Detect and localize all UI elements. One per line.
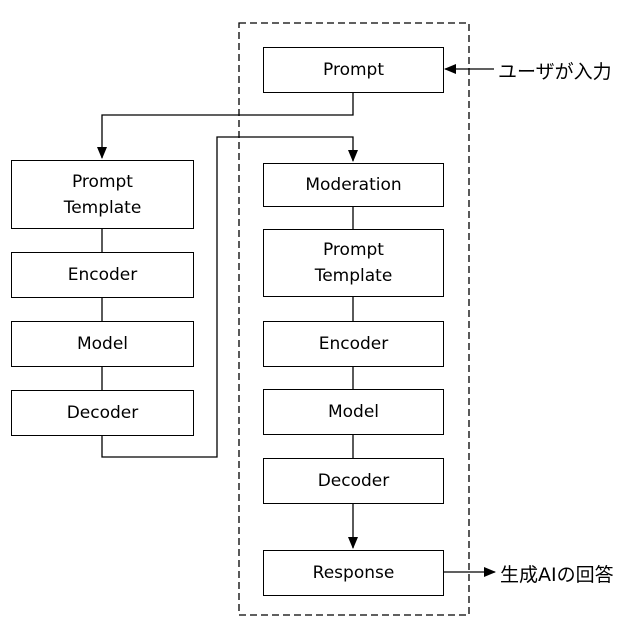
response-box: Response [263, 550, 444, 596]
left-model-box: Model [11, 321, 194, 367]
right-model-box: Model [263, 389, 444, 435]
right-prompt-template-box: Prompt Template [263, 229, 444, 297]
ai-answer-label: 生成AIの回答 [500, 560, 614, 587]
right-encoder-box: Encoder [263, 321, 444, 367]
left-prompt-template-box: Prompt Template [11, 160, 194, 229]
dashed-boundary [239, 23, 469, 615]
prompt-input-box: Prompt [263, 47, 444, 93]
left-decoder-box: Decoder [11, 390, 194, 436]
right-decoder-box: Decoder [263, 458, 444, 504]
user-input-label: ユーザが入力 [498, 57, 612, 84]
moderation-box: Moderation [263, 163, 444, 207]
arrow-prompt-to-left-template [102, 93, 353, 158]
left-encoder-box: Encoder [11, 252, 194, 298]
